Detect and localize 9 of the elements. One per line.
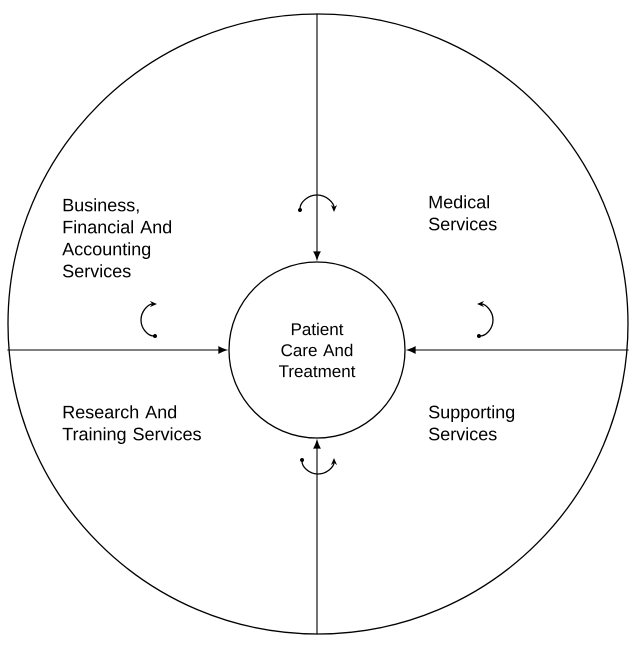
sector-label: Medical Services [429,195,497,230]
connector-arrow [7,346,227,354]
connector-arrow [313,13,321,260]
connector-arrow [407,346,629,354]
sector-label: Business, Financial And Accounting Services [62,198,172,278]
connector-arrow [313,440,321,635]
sector-label: Supporting Services [429,405,514,440]
outer-circle [7,13,629,635]
sector-label: Research And Training Services [62,405,201,444]
